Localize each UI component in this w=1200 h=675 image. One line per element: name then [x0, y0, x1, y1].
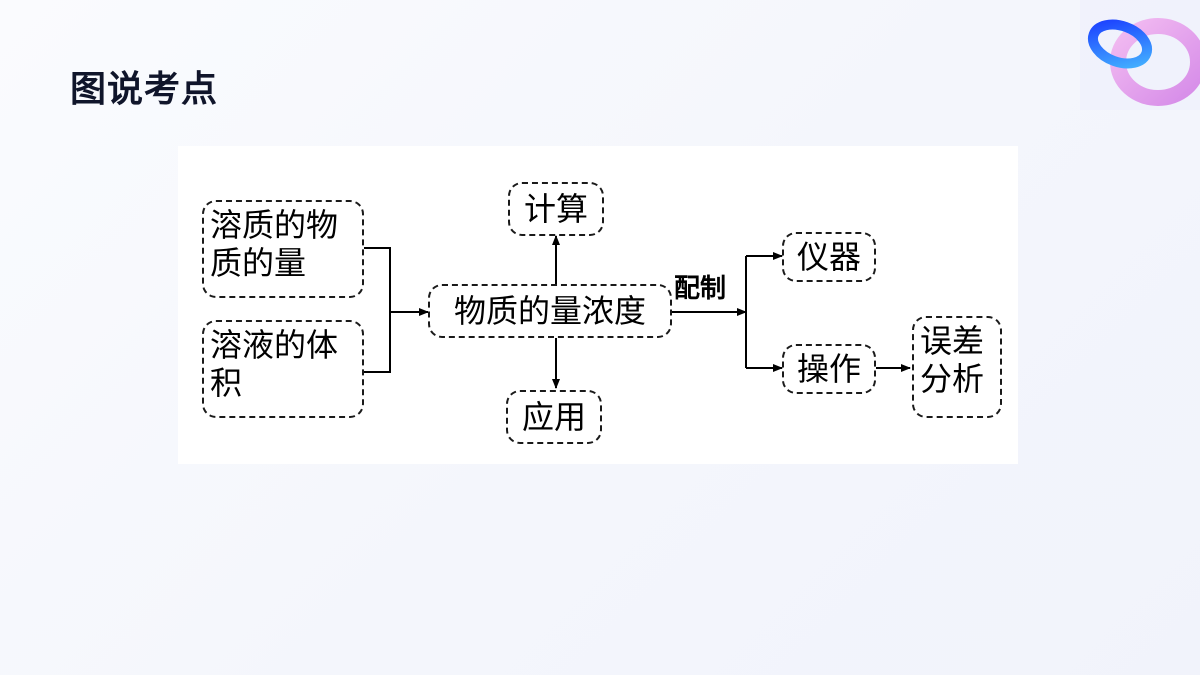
- node-application: 应用: [506, 390, 602, 444]
- node-solution-volume: 溶液的体积: [202, 320, 364, 418]
- connector-lines: [364, 235, 911, 389]
- ring-icon: [1080, 0, 1200, 110]
- node-solute-amount: 溶质的物质的量: [202, 200, 364, 298]
- node-instruments: 仪器: [782, 232, 876, 282]
- bracket-connector: [364, 247, 391, 373]
- node-operation: 操作: [782, 344, 876, 394]
- node-calculation: 计算: [508, 182, 604, 236]
- page-title: 图说考点: [70, 69, 219, 110]
- concept-diagram: 溶质的物质的量 溶液的体积 物质的量浓度 计算 应用 配制 仪器 操作 误差分析: [178, 146, 1018, 464]
- node-concentration: 物质的量浓度: [428, 284, 672, 338]
- edge-label-preparation: 配制: [674, 274, 727, 304]
- node-error-analysis: 误差分析: [912, 316, 1002, 418]
